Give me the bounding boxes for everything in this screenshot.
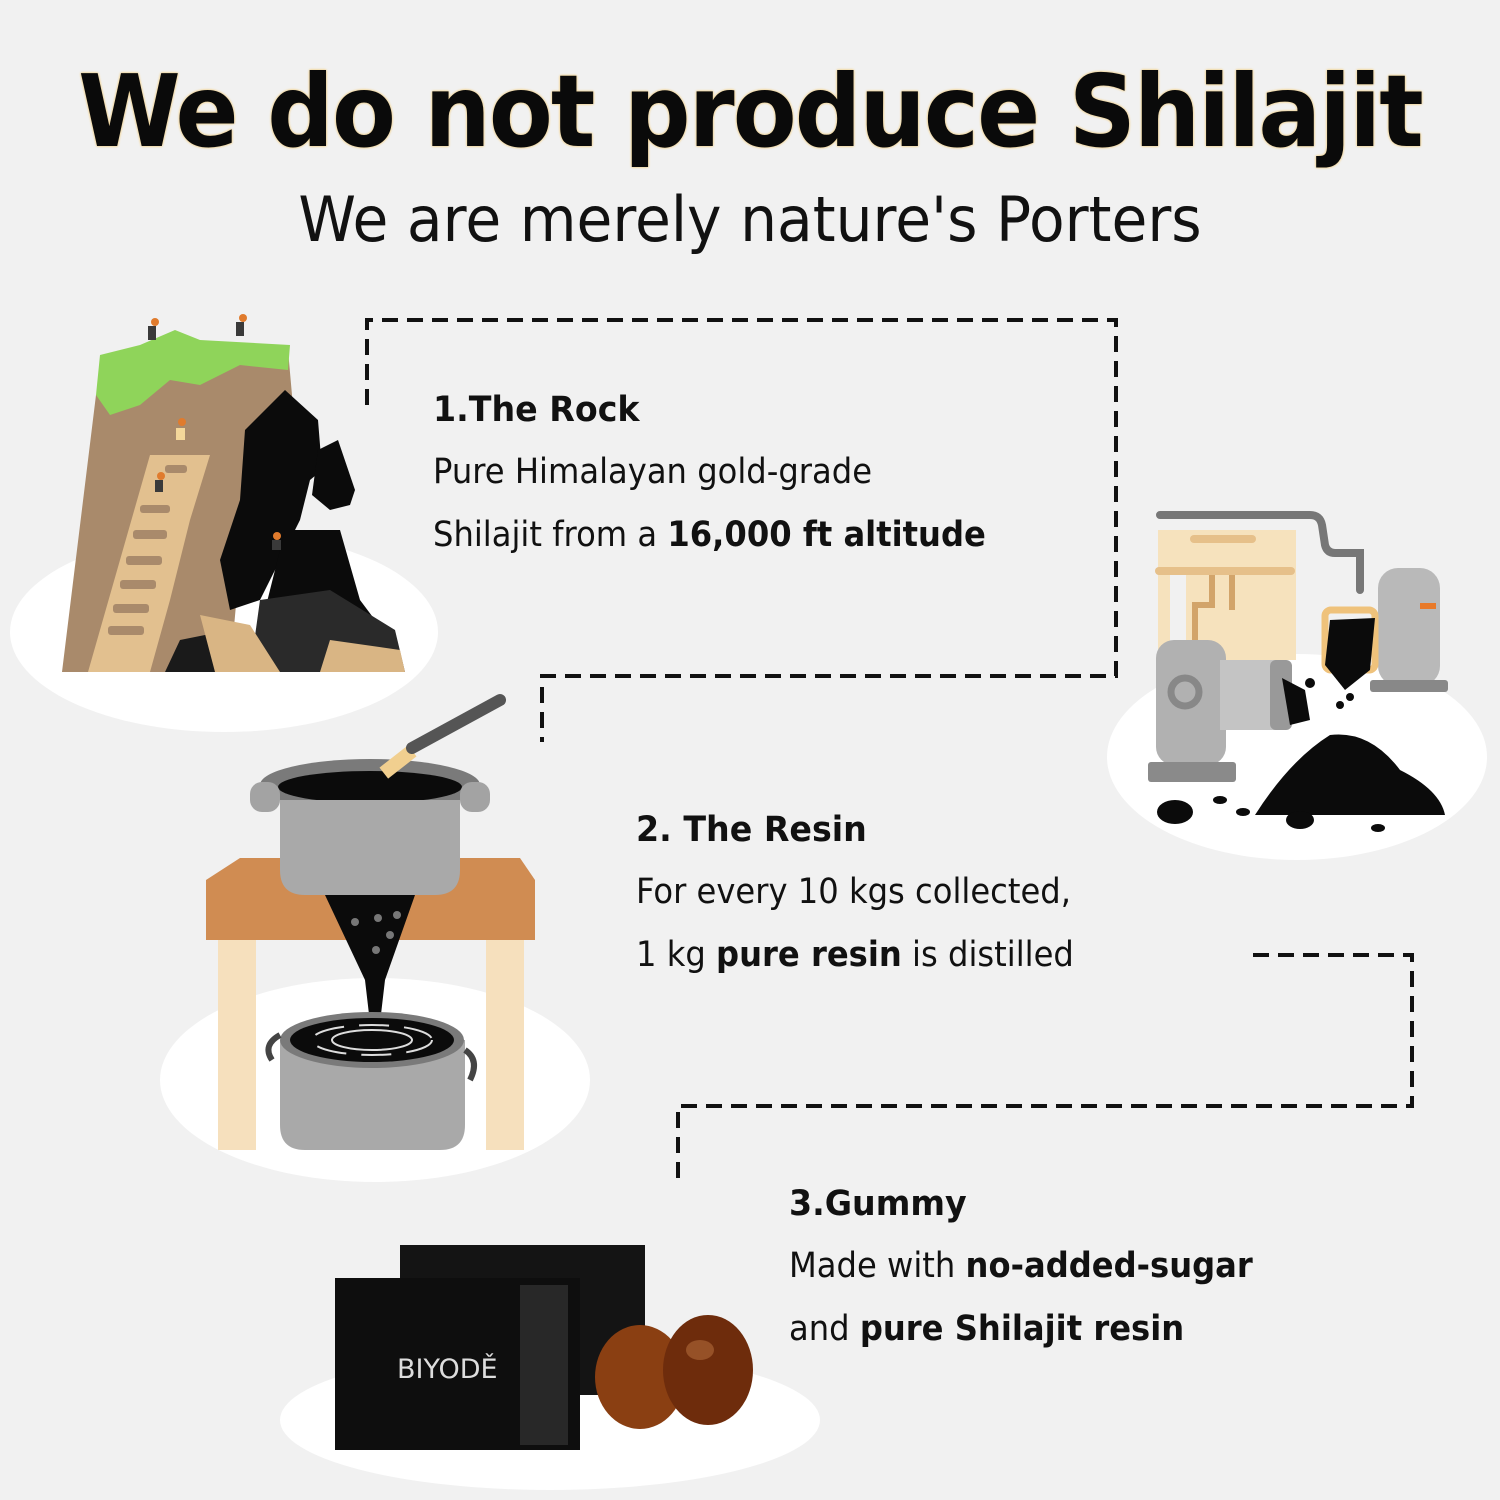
bold-text-run: pure Shilajit resin bbox=[859, 1309, 1185, 1349]
step-heading: 2. The Resin bbox=[636, 810, 867, 850]
bold-text-run: pure resin bbox=[716, 935, 902, 975]
page-title: We do not produce Shilajit bbox=[78, 53, 1424, 170]
text-run: and bbox=[789, 1309, 860, 1349]
step-description-line: Shilajit from a 16,000 ft altitude bbox=[433, 515, 986, 555]
step-gummy: 3.Gummy Made with no-added-sugar and pur… bbox=[789, 1184, 1293, 1372]
step-heading: 1.The Rock bbox=[433, 390, 640, 430]
text-run: Shilajit from a bbox=[433, 515, 668, 555]
page-subtitle: We are merely nature's Porters bbox=[298, 183, 1202, 256]
step-the-rock: 1.The Rock Pure Himalayan gold-grade Shi… bbox=[433, 390, 1034, 578]
step-description-line: 1 kg pure resin is distilled bbox=[636, 935, 1074, 975]
step-description-line: For every 10 kgs collected, bbox=[636, 872, 1074, 912]
text-run: Made with bbox=[789, 1246, 966, 1286]
step-description-line: and pure Shilajit resin bbox=[789, 1309, 1253, 1349]
step-description-line: Made with no-added-sugar bbox=[789, 1246, 1253, 1286]
step-the-resin: 2. The Resin For every 10 kgs collected,… bbox=[636, 810, 1112, 998]
step-description-line: Pure Himalayan gold-grade bbox=[433, 452, 986, 492]
step-heading: 3.Gummy bbox=[789, 1184, 967, 1224]
bold-text-run: no-added-sugar bbox=[965, 1246, 1253, 1286]
text-run: 1 kg bbox=[636, 935, 717, 975]
text-run: For every 10 kgs collected, bbox=[636, 872, 1071, 912]
text-run: is distilled bbox=[901, 935, 1074, 975]
text-run: Pure Himalayan gold-grade bbox=[433, 452, 873, 492]
brand-logo: BIYODĚ bbox=[397, 1353, 498, 1385]
bold-text-run: 16,000 ft altitude bbox=[667, 515, 986, 555]
